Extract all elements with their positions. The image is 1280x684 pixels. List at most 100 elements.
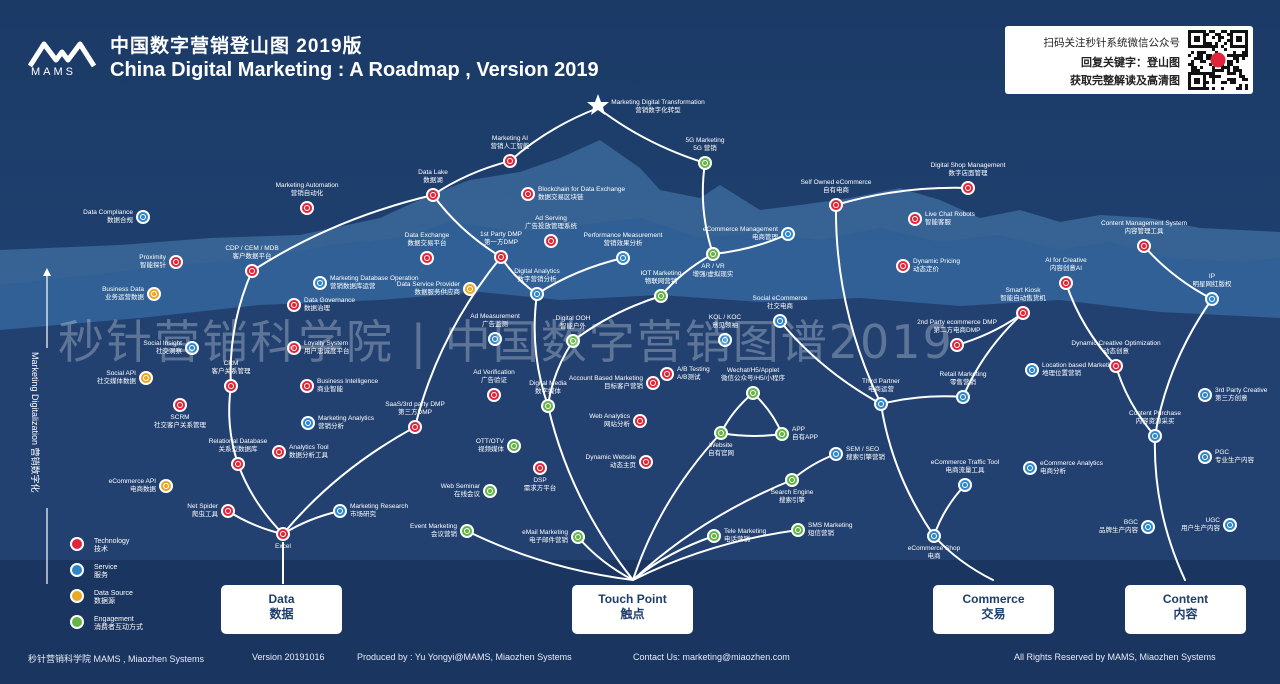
node-web-analytics[interactable] bbox=[633, 414, 647, 428]
node-analytics-tool[interactable] bbox=[272, 445, 286, 459]
node-bgc[interactable] bbox=[1141, 520, 1155, 534]
node-social-api[interactable] bbox=[139, 371, 153, 385]
node-label-cn: 市场研究 bbox=[350, 510, 376, 518]
node-dyn-pricing[interactable] bbox=[896, 259, 910, 273]
node-data-exchange[interactable] bbox=[420, 251, 434, 265]
node-ad-measure[interactable] bbox=[488, 332, 502, 346]
qr-code-icon[interactable] bbox=[1188, 30, 1248, 90]
node-perf-measure[interactable] bbox=[616, 251, 630, 265]
node-iot-mkt[interactable] bbox=[654, 289, 668, 303]
node-ad-serving[interactable] bbox=[544, 234, 558, 248]
node-dyn-web[interactable] bbox=[639, 455, 653, 469]
node-blockchain[interactable] bbox=[521, 187, 535, 201]
node-crm[interactable] bbox=[224, 379, 238, 393]
node-search-engine[interactable] bbox=[785, 473, 799, 487]
node-label-en: Event Marketing bbox=[410, 523, 457, 530]
node-5g-mkt[interactable] bbox=[698, 156, 712, 170]
node-first-dmp[interactable] bbox=[494, 250, 508, 264]
service-marker-icon bbox=[187, 343, 197, 353]
node-cms[interactable] bbox=[1137, 239, 1151, 253]
path-tp-to-tele_mkt bbox=[632, 535, 715, 581]
node-ab-test[interactable] bbox=[660, 367, 674, 381]
node-digital-shop[interactable] bbox=[961, 181, 975, 195]
node-tele-mkt[interactable] bbox=[707, 529, 721, 543]
node-mkt-auto[interactable] bbox=[300, 201, 314, 215]
node-kol[interactable] bbox=[718, 333, 732, 347]
node-bi[interactable] bbox=[300, 379, 314, 393]
node-dsp[interactable] bbox=[533, 461, 547, 475]
node-label-en: AR / VR bbox=[701, 263, 725, 270]
node-market-research[interactable] bbox=[333, 504, 347, 518]
node-label-cn: 智能自动售货机 bbox=[1000, 294, 1046, 302]
node-ar-vr[interactable] bbox=[706, 247, 720, 261]
node-social-insight[interactable] bbox=[185, 341, 199, 355]
node-mkt-analytics[interactable] bbox=[301, 416, 315, 430]
node-label-cn: 自有电商 bbox=[823, 186, 849, 194]
node-sem-seo[interactable] bbox=[829, 447, 843, 461]
node-ecom-shop[interactable] bbox=[927, 529, 941, 543]
node-proximity[interactable] bbox=[169, 255, 183, 269]
node-label-cn: 零售营销 bbox=[950, 378, 976, 386]
node-location-mkt[interactable] bbox=[1025, 363, 1039, 377]
node-social-ecom[interactable] bbox=[773, 314, 787, 328]
node-data-lake[interactable] bbox=[426, 188, 440, 202]
node-label-cn: 地理位置营销 bbox=[1042, 369, 1081, 377]
node-third-creative[interactable] bbox=[1198, 388, 1212, 402]
node-web-seminar[interactable] bbox=[483, 484, 497, 498]
node-digital-ooh[interactable] bbox=[566, 334, 580, 348]
node-smart-kiosk[interactable] bbox=[1016, 306, 1030, 320]
node-dyn-creative[interactable] bbox=[1109, 359, 1123, 373]
node-relational-db[interactable] bbox=[231, 457, 245, 471]
node-website[interactable] bbox=[714, 426, 728, 440]
node-content-purchase[interactable] bbox=[1148, 429, 1162, 443]
node-business-data[interactable] bbox=[147, 287, 161, 301]
node-retail-mkt[interactable] bbox=[956, 390, 970, 404]
node-pgc[interactable] bbox=[1198, 450, 1212, 464]
node-ugc[interactable] bbox=[1223, 518, 1237, 532]
node-second-dmp[interactable] bbox=[950, 338, 964, 352]
service-marker-icon bbox=[960, 480, 970, 490]
node-event-mkt[interactable] bbox=[460, 524, 474, 538]
node-excel[interactable] bbox=[276, 527, 290, 541]
node-label-en: Marketing Analytics bbox=[318, 415, 374, 422]
engagement-marker-icon bbox=[793, 525, 803, 535]
node-ecom-analytics[interactable] bbox=[1023, 461, 1037, 475]
node-loyalty[interactable] bbox=[287, 341, 301, 355]
node-data-service[interactable] bbox=[463, 282, 477, 296]
node-email-mkt[interactable] bbox=[571, 530, 585, 544]
node-ott[interactable] bbox=[507, 439, 521, 453]
node-mkt-db-op[interactable] bbox=[313, 276, 327, 290]
node-ai-creative[interactable] bbox=[1059, 276, 1073, 290]
node-ecom-api[interactable] bbox=[159, 479, 173, 493]
node-third-partner[interactable] bbox=[874, 397, 888, 411]
node-wechat[interactable] bbox=[746, 386, 760, 400]
node-net-spider[interactable] bbox=[221, 504, 235, 518]
node-saas-dmp[interactable] bbox=[408, 420, 422, 434]
node-scrm[interactable] bbox=[173, 398, 187, 412]
node-label-en: CDP / CEM / MDB bbox=[225, 245, 279, 252]
path-5g_mkt-to-summit_pt bbox=[597, 107, 706, 164]
node-ecom-traffic[interactable] bbox=[958, 478, 972, 492]
engagement-marker-icon bbox=[709, 531, 719, 541]
node-cdp[interactable] bbox=[245, 264, 259, 278]
node-live-chat[interactable] bbox=[908, 212, 922, 226]
node-digital-media[interactable] bbox=[541, 399, 555, 413]
node-self-ecom[interactable] bbox=[829, 198, 843, 212]
node-mkt-ai[interactable] bbox=[503, 154, 517, 168]
node-ad-verify[interactable] bbox=[487, 388, 501, 402]
watermark-text: 秒针营销科学院 | 中国数字营销图谱2019 bbox=[58, 315, 954, 369]
node-ip[interactable] bbox=[1205, 292, 1219, 306]
node-app[interactable] bbox=[775, 427, 789, 441]
node-sms-mkt[interactable] bbox=[791, 523, 805, 537]
node-data-compliance[interactable] bbox=[136, 210, 150, 224]
node-abm[interactable] bbox=[646, 376, 660, 390]
node-digital-analytics[interactable] bbox=[530, 287, 544, 301]
node-ecom-mgmt[interactable] bbox=[781, 227, 795, 241]
footer-contact[interactable]: Contact Us: marketing@miaozhen.com bbox=[633, 652, 790, 662]
node-data-gov[interactable] bbox=[287, 298, 301, 312]
